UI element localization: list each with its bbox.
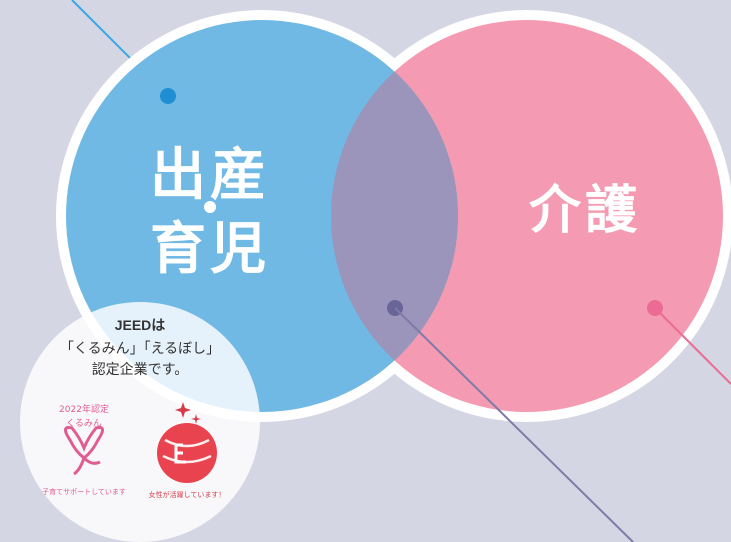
badge-text-line2: 「くるみん」「えるぼし」 bbox=[59, 340, 221, 356]
eruboshi-logo: 女性が活躍しています！ bbox=[149, 402, 226, 499]
connector-line-care bbox=[654, 307, 731, 385]
care-label: 介護 bbox=[528, 181, 641, 241]
connector-line-overlap bbox=[394, 307, 634, 542]
kurumin-bottom-text: 子育てサポートしています bbox=[42, 487, 126, 496]
sparkle-icon bbox=[175, 402, 191, 418]
certification-badge bbox=[20, 302, 260, 542]
badge-text-line1: JEEDは bbox=[114, 317, 166, 333]
eruboshi-bottom-text: 女性が活躍しています！ bbox=[149, 490, 226, 499]
badge-text-line3: 認定企業です。 bbox=[91, 361, 189, 377]
kurumin-logo: 2022年認定 くるみん 子育てサポートしています bbox=[42, 403, 126, 496]
kurumin-name-text: くるみん bbox=[66, 418, 102, 429]
overlap-region bbox=[331, 20, 458, 412]
eruboshi-globe-icon bbox=[157, 423, 217, 483]
childcare-dot bbox=[160, 88, 176, 104]
kurumin-year-text: 2022年認定 bbox=[59, 403, 109, 415]
childcare-label-separator bbox=[195, 201, 225, 215]
childcare-label-line1: 出産 bbox=[150, 143, 270, 208]
childcare-label-line2: 育児 bbox=[150, 217, 270, 282]
